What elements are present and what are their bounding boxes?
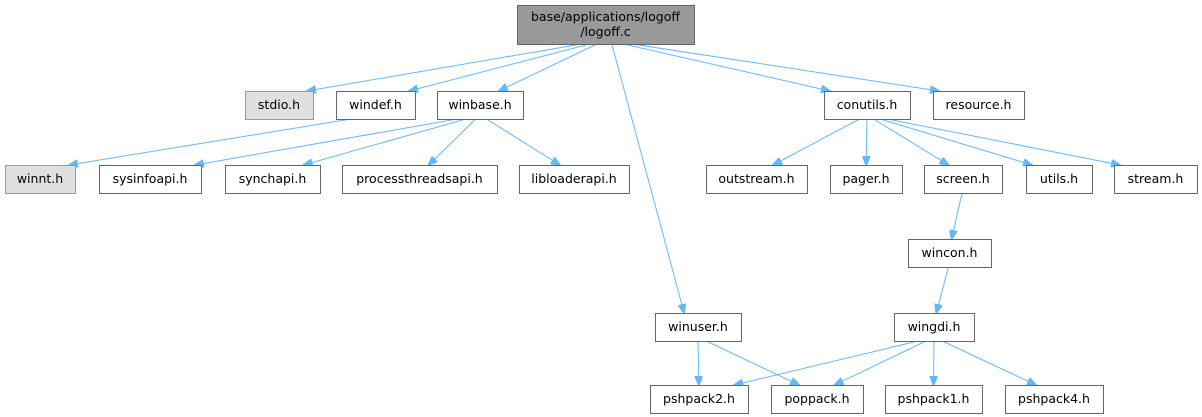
edge-root-to-windef — [409, 43, 590, 91]
node-box-conutils — [824, 91, 911, 120]
node-box-winbase — [437, 91, 524, 120]
node-box-libloaderapi — [519, 165, 630, 194]
node-box-sysinfoapi — [99, 165, 202, 194]
node-winnt: winnt.h — [5, 165, 76, 194]
node-box-poppack — [771, 385, 864, 414]
node-label-outstream: outstream.h — [718, 171, 794, 186]
edge-winbase-to-libloaderapi — [486, 118, 560, 165]
edges-layer — [69, 43, 1120, 385]
node-stdio: stdio.h — [245, 91, 314, 120]
edge-conutils-to-pager — [866, 118, 867, 165]
node-label-pshpack2: pshpack2.h — [663, 391, 735, 406]
node-label-pshpack1: pshpack1.h — [898, 391, 970, 406]
edge-root-to-winbase — [499, 43, 598, 91]
edge-winuser-to-poppack — [705, 340, 799, 385]
node-winbase[interactable]: winbase.h — [437, 91, 524, 120]
node-label-stdio: stdio.h — [258, 97, 300, 112]
edge-root-to-resource — [632, 43, 939, 91]
edge-wingdi-to-pshpack4 — [941, 340, 1036, 385]
node-processthreadsapi[interactable]: processthreadsapi.h — [342, 165, 498, 194]
node-label-poppack: poppack.h — [784, 391, 849, 406]
node-label-libloaderapi: libloaderapi.h — [531, 171, 616, 186]
node-box-stream — [1114, 165, 1198, 194]
node-label-pager: pager.h — [842, 171, 889, 186]
node-box-processthreadsapi — [342, 165, 498, 194]
node-screen[interactable]: screen.h — [924, 165, 1003, 194]
node-wingdi[interactable]: wingdi.h — [894, 313, 975, 342]
node-pshpack1[interactable]: pshpack1.h — [885, 385, 983, 414]
node-wincon[interactable]: wincon.h — [908, 239, 992, 268]
node-box-pshpack4 — [1005, 385, 1104, 414]
node-label-sysinfoapi: sysinfoapi.h — [113, 171, 188, 186]
node-box-wingdi — [894, 313, 975, 342]
node-libloaderapi[interactable]: libloaderapi.h — [519, 165, 630, 194]
edge-conutils-to-screen — [873, 118, 949, 165]
edge-conutils-to-stream — [887, 118, 1120, 165]
node-utils[interactable]: utils.h — [1026, 165, 1093, 194]
edge-wincon-to-wingdi — [936, 266, 949, 313]
node-box-pager — [830, 165, 903, 194]
node-label-wingdi: wingdi.h — [908, 319, 961, 334]
node-label-root: /logoff.c — [580, 24, 630, 39]
node-label-resource: resource.h — [946, 97, 1012, 112]
node-box-utils — [1026, 165, 1093, 194]
node-box-stdio — [245, 91, 314, 120]
node-synchapi[interactable]: synchapi.h — [225, 165, 321, 194]
node-label-windef: windef.h — [349, 97, 402, 112]
edge-conutils-to-outstream — [773, 118, 860, 165]
node-stream[interactable]: stream.h — [1114, 165, 1198, 194]
node-box-screen — [924, 165, 1003, 194]
node-outstream[interactable]: outstream.h — [706, 165, 808, 194]
node-box-synchapi — [225, 165, 321, 194]
edge-wingdi-to-poppack — [835, 340, 927, 385]
edge-winbase-to-sysinfoapi — [195, 118, 458, 165]
node-box-resource — [933, 91, 1025, 120]
node-root: base/applications/logoff/logoff.c — [517, 5, 695, 45]
node-windef[interactable]: windef.h — [336, 91, 416, 120]
node-box-winnt — [5, 165, 76, 194]
node-label-stream: stream.h — [1128, 171, 1184, 186]
node-box-wincon — [908, 239, 992, 268]
node-box-outstream — [706, 165, 808, 194]
node-resource[interactable]: resource.h — [933, 91, 1025, 120]
edge-root-to-winuser — [611, 43, 684, 313]
node-winuser[interactable]: winuser.h — [655, 313, 742, 342]
node-box-windef — [336, 91, 416, 120]
edge-root-to-conutils — [623, 43, 830, 91]
node-box-pshpack2 — [650, 385, 749, 414]
node-label-winbase: winbase.h — [448, 97, 511, 112]
node-label-utils: utils.h — [1040, 171, 1078, 186]
node-pshpack4[interactable]: pshpack4.h — [1005, 385, 1104, 414]
node-label-processthreadsapi: processthreadsapi.h — [356, 171, 482, 186]
edge-wingdi-to-pshpack2 — [734, 340, 919, 385]
node-box-root — [517, 5, 695, 45]
node-label-winuser: winuser.h — [668, 319, 728, 334]
node-label-winnt: winnt.h — [17, 171, 63, 186]
edge-winbase-to-synchapi — [304, 118, 467, 165]
edge-conutils-to-utils — [880, 118, 1032, 165]
node-sysinfoapi[interactable]: sysinfoapi.h — [99, 165, 202, 194]
node-box-pshpack1 — [885, 385, 983, 414]
node-label-wincon: wincon.h — [922, 245, 978, 260]
node-pager[interactable]: pager.h — [830, 165, 903, 194]
node-pshpack2[interactable]: pshpack2.h — [650, 385, 749, 414]
node-label-screen: screen.h — [936, 171, 989, 186]
node-poppack[interactable]: poppack.h — [771, 385, 864, 414]
node-conutils[interactable]: conutils.h — [824, 91, 911, 120]
node-label-pshpack4: pshpack4.h — [1018, 391, 1090, 406]
edge-windef-to-winnt — [69, 118, 352, 165]
node-label-root: base/applications/logoff — [531, 9, 680, 24]
edge-winbase-to-processthreadsapi — [429, 118, 477, 165]
node-label-conutils: conutils.h — [837, 97, 898, 112]
edge-winuser-to-pshpack2 — [698, 340, 699, 385]
edge-screen-to-wincon — [952, 192, 963, 239]
node-box-winuser — [655, 313, 742, 342]
nodes-layer: base/applications/logoff/logoff.c stdio.h… — [5, 5, 1198, 414]
edge-root-to-stdio — [307, 43, 582, 91]
node-label-synchapi: synchapi.h — [239, 171, 307, 186]
